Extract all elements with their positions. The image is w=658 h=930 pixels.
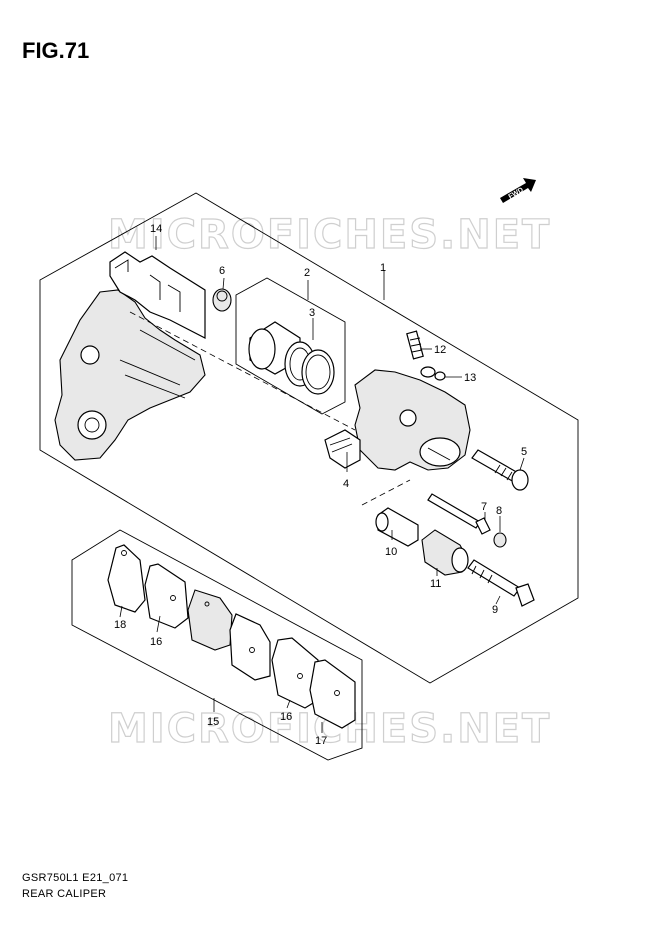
bleeder-valve xyxy=(406,330,424,360)
callout-14: 14 xyxy=(150,223,162,235)
leader-6 xyxy=(222,277,225,290)
callout-5: 5 xyxy=(521,446,527,458)
brake-pad-16-left xyxy=(144,563,189,629)
assembly-outline xyxy=(39,192,579,684)
piston-and-seals xyxy=(248,321,335,395)
callout-9: 9 xyxy=(492,604,498,616)
callout-7: 7 xyxy=(481,501,487,513)
pad-spring xyxy=(109,251,206,339)
boot xyxy=(212,288,232,312)
callout-3: 3 xyxy=(309,307,315,319)
brake-pad-16-mid xyxy=(229,613,271,681)
pad-retainer xyxy=(324,429,361,469)
caliper-body xyxy=(354,369,471,471)
leader-16b xyxy=(286,699,291,709)
brake-pad-17 xyxy=(309,659,356,729)
piston-box xyxy=(235,277,346,415)
figure-name: REAR CALIPER xyxy=(22,888,107,900)
pin-7 xyxy=(427,493,491,535)
slide-pin-5 xyxy=(471,449,529,491)
sleeve-boot xyxy=(421,529,469,576)
leader-16a xyxy=(156,615,161,633)
brake-pad-center xyxy=(187,589,233,651)
leader-18 xyxy=(119,605,123,618)
bushing xyxy=(375,507,419,547)
callout-10: 10 xyxy=(385,546,397,558)
callout-11: 11 xyxy=(430,578,441,590)
caliper-bolt xyxy=(467,559,535,607)
figure-title: FIG.71 xyxy=(22,38,90,63)
leader-5 xyxy=(519,457,525,471)
callout-13: 13 xyxy=(464,372,476,384)
callout-17: 17 xyxy=(315,735,327,747)
callout-6: 6 xyxy=(219,265,225,277)
callout-12: 12 xyxy=(434,344,446,356)
alignment-line-1 xyxy=(129,311,356,431)
fwd-arrow-icon: FWD xyxy=(500,178,536,203)
watermark-top: MICROFICHES.NET xyxy=(108,212,551,258)
callout-2: 2 xyxy=(304,267,310,279)
figure-code: GSR750L1 E21_071 xyxy=(22,872,129,884)
callout-16b: 16 xyxy=(280,711,292,723)
pad-set-box xyxy=(71,529,363,761)
callout-15: 15 xyxy=(207,716,219,728)
callout-1: 1 xyxy=(380,262,386,274)
brake-pad-18 xyxy=(107,544,146,613)
alignment-line-2 xyxy=(361,479,411,506)
fwd-label: FWD xyxy=(507,187,524,201)
callout-18: 18 xyxy=(114,619,126,631)
small-boot xyxy=(493,532,507,548)
callout-4: 4 xyxy=(343,478,349,490)
leader-9 xyxy=(495,595,501,605)
bleeder-cap xyxy=(420,366,446,381)
callout-8: 8 xyxy=(496,505,502,517)
callout-16a: 16 xyxy=(150,636,162,648)
